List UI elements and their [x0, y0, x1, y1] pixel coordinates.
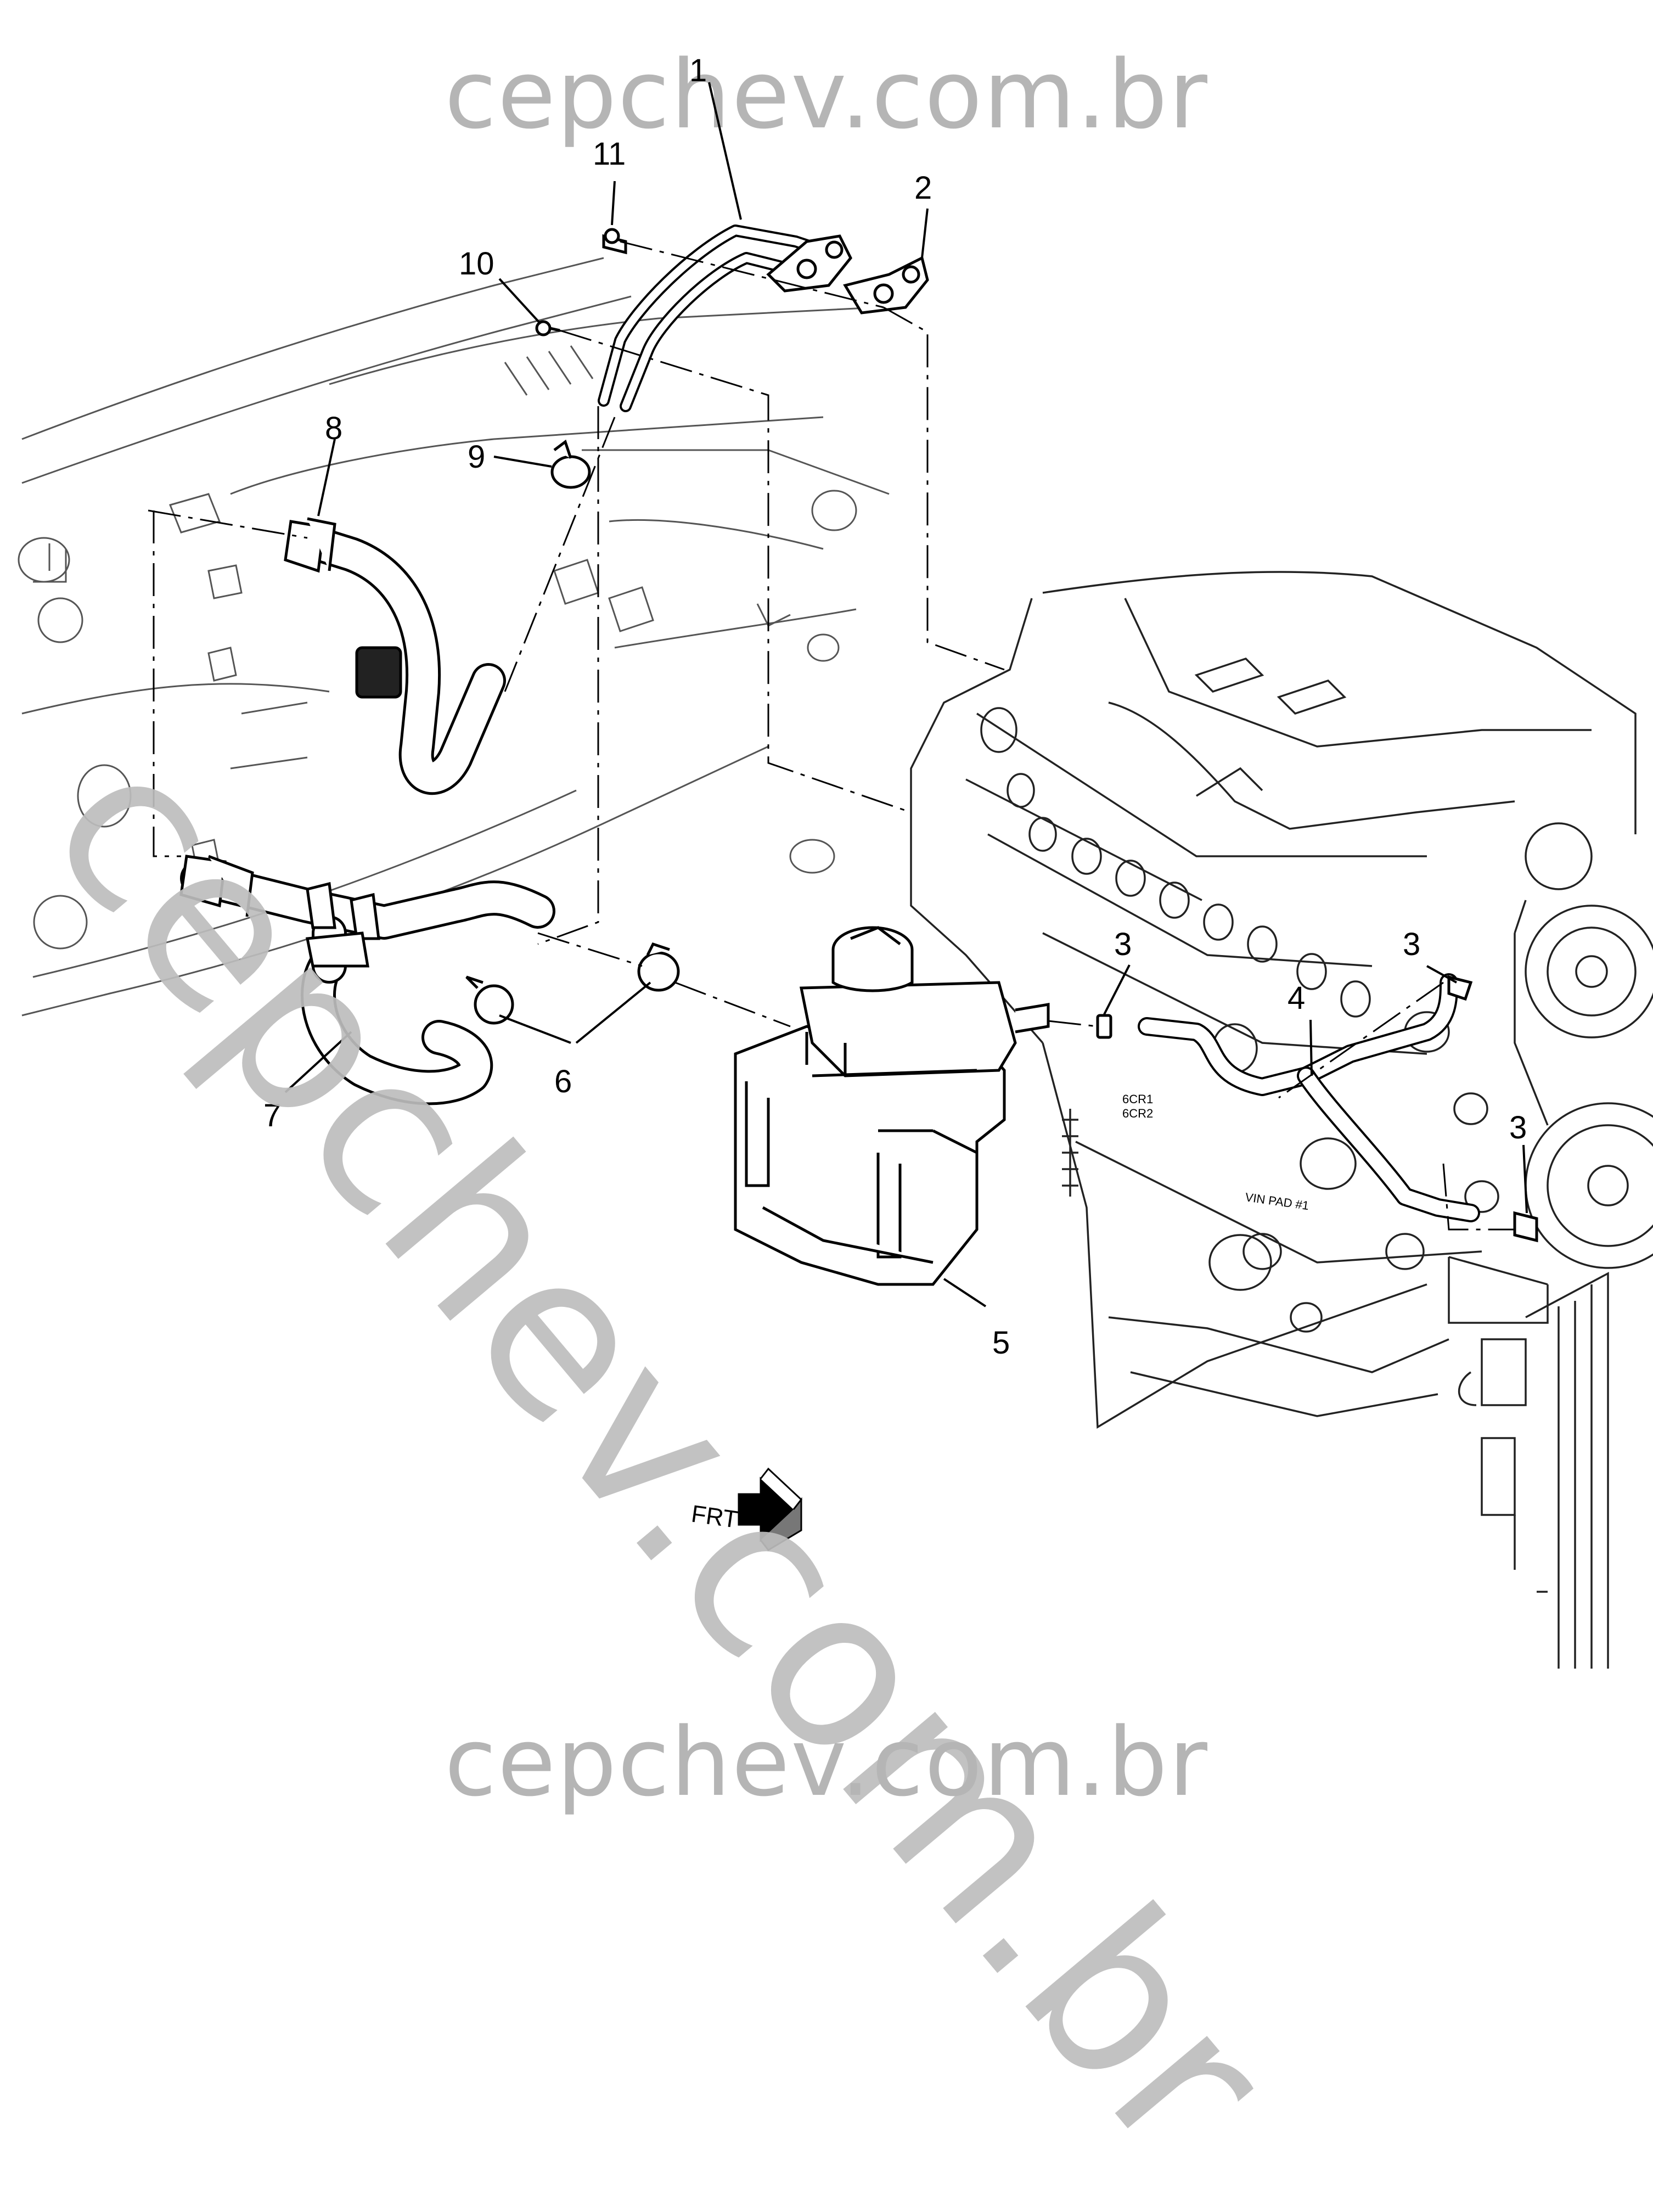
callout-leaders — [284, 82, 1528, 1307]
phantom-lines — [148, 240, 1515, 1231]
callout-2: 2 — [914, 170, 932, 206]
watermark-bottom: cepchev.com.br — [445, 1707, 1208, 1817]
callout-3b: 3 — [1403, 927, 1420, 962]
callout-5: 5 — [992, 1325, 1010, 1361]
cooling-system-exploded-diagram: VIN PAD #1 6CR1 6CR2 — [18, 53, 1653, 1669]
callout-10: 10 — [459, 246, 494, 282]
engine-code-label-1: 6CR1 — [1122, 1092, 1153, 1106]
callout-3c: 3 — [1509, 1110, 1527, 1146]
callout-6: 6 — [554, 1064, 572, 1099]
callout-3a: 3 — [1114, 927, 1132, 962]
hose-details — [179, 228, 1538, 1243]
engine-assembly — [910, 571, 1653, 1669]
coolant-reservoir — [734, 926, 1050, 1286]
callout-9: 9 — [468, 439, 485, 475]
vin-pad-label: VIN PAD #1 — [1244, 1190, 1309, 1212]
front-direction-indicator: FRT — [690, 1467, 803, 1551]
watermark-top: cepchev.com.br — [445, 40, 1208, 150]
frt-label: FRT — [690, 1500, 740, 1533]
callout-1: 1 — [689, 53, 707, 88]
callout-8: 8 — [325, 411, 342, 446]
callout-7: 7 — [263, 1098, 281, 1133]
callout-11: 11 — [593, 136, 626, 172]
callout-4: 4 — [1287, 980, 1305, 1016]
engine-code-label-2: 6CR2 — [1122, 1107, 1153, 1120]
